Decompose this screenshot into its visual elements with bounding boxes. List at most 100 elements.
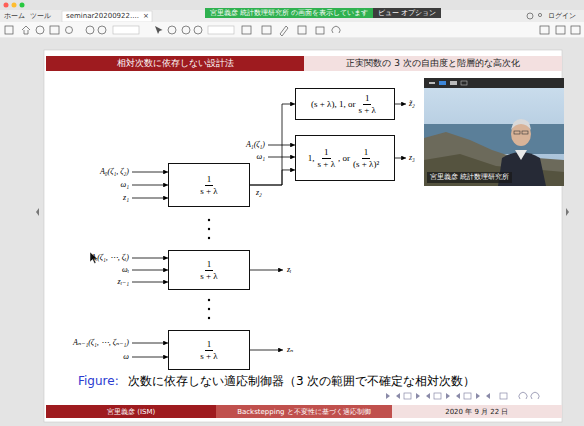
node-content: 宮里義彦 統計数理研究所 の画面を表示していますビュー オプション — [205, 8, 441, 18]
input-arrow — [132, 357, 168, 358]
panel-toggle — [566, 208, 569, 216]
filter-block: (s + λ), 1, or1s + λ — [295, 88, 395, 120]
node-text: 1, — [308, 153, 315, 163]
signal-connector — [250, 170, 295, 185]
nav-icon — [464, 393, 471, 399]
comment-icon — [262, 26, 271, 34]
person-glasses — [514, 131, 520, 134]
video-control — [461, 81, 467, 85]
nav-icon — [426, 393, 430, 399]
node-text: s + λ — [199, 186, 218, 197]
video-control — [450, 81, 457, 85]
ui-label: seminar20200922.... — [66, 13, 139, 20]
ui-label: ログイン — [548, 13, 576, 20]
signal-name: zₙ — [287, 346, 293, 354]
nav-icon — [404, 393, 411, 399]
signal-name: z₁ — [123, 194, 129, 202]
node-content: 相対次数に依存しない設計法正実関数の 3 次の自由度と階層的な高次化 — [46, 56, 562, 71]
output-arrow — [250, 270, 283, 271]
fit-icon — [242, 26, 251, 34]
sign-icon — [298, 26, 306, 34]
screen-share-banner: 宮里義彦 統計数理研究所 の画面を表示していますビュー オプション — [205, 0, 441, 10]
zoom-dot — [20, 3, 25, 8]
slide-header-band: 相対次数に依存しない設計法正実関数の 3 次の自由度と階層的な高次化 — [46, 56, 562, 71]
signal-name: Aₙ₋₁(ζ₁, ⋯, ζₙ₋₁) — [73, 339, 129, 347]
ellipsis-dot — [208, 237, 210, 239]
node-content: (s + λ), 1, or1s + λ — [311, 93, 379, 116]
minimize-dot — [12, 3, 17, 8]
signal-name: z̃₂ — [409, 100, 415, 108]
input-arrow — [132, 172, 168, 173]
signal-name: Aᵢ(ζ₁, ⋯, ζᵢ) — [91, 254, 129, 262]
node-content: 1,1s + λ, or1(s + λ)² — [308, 147, 382, 170]
nav-icon — [386, 393, 390, 399]
mail-icon — [556, 26, 565, 34]
node-text: s + λ — [199, 271, 218, 282]
prev-page-icon — [86, 26, 94, 34]
node-text: s + λ — [357, 105, 376, 116]
close-dot — [4, 3, 9, 8]
node-text: 宮里義彦 統計数理研究所 — [427, 172, 512, 183]
input-arrow — [132, 258, 168, 259]
help-icon — [527, 13, 533, 19]
output-arrow — [250, 350, 283, 351]
search-icon — [66, 27, 73, 34]
nav-icon — [434, 393, 441, 399]
toolbar — [0, 22, 584, 38]
output-arrow — [395, 104, 406, 105]
node-text: 1 — [322, 147, 331, 159]
undo-icon — [332, 26, 340, 33]
nav-icon — [416, 393, 420, 399]
fraction: 1s + λ — [357, 93, 376, 116]
ellipsis-dot — [208, 219, 210, 221]
video-coast — [424, 132, 564, 186]
node-content: 1s + λ — [197, 174, 220, 197]
signal-name: zᵢ₋₁ — [118, 278, 129, 286]
filter-block: 1s + λ — [168, 163, 250, 207]
video-control — [429, 82, 435, 84]
signal-name: z₂ — [256, 189, 262, 197]
node-text: 1 — [205, 174, 214, 186]
delete-icon — [316, 27, 324, 34]
signal-name: ω — [123, 353, 129, 361]
nav-icon — [446, 393, 450, 399]
node-text: 宮里義彦 (ISM) — [46, 405, 216, 418]
node-text: , or — [338, 153, 350, 163]
nav-icon — [456, 393, 460, 399]
node-content: 宮里義彦 統計数理研究所 — [424, 172, 512, 186]
node-text: 1 — [205, 339, 214, 351]
person-glasses — [522, 131, 528, 134]
input-arrow — [132, 343, 168, 344]
fraction: 1s + λ — [317, 147, 336, 170]
document-tab — [62, 11, 152, 22]
input-arrow — [132, 270, 168, 271]
share-icon — [540, 26, 549, 34]
input-arrow — [132, 185, 168, 186]
hand-tool-icon — [168, 26, 176, 34]
ui-label: ホーム — [4, 13, 25, 20]
node-text: 正実関数の 3 次の自由度と階層的な高次化 — [304, 56, 562, 71]
signal-name: A₁(ζ₁) — [246, 141, 265, 149]
ellipsis-dot — [208, 228, 210, 230]
input-arrow — [268, 145, 295, 146]
node-text: 宮里義彦 統計数理研究所 の画面を表示しています — [205, 8, 373, 18]
nav-icon — [396, 393, 400, 399]
viewer-background — [0, 38, 584, 426]
nav-icon — [476, 393, 480, 399]
node-text: 1 — [362, 147, 371, 159]
next-page-icon — [98, 26, 106, 34]
select-tool-icon — [155, 26, 163, 34]
user-icon — [538, 13, 541, 16]
node-content: 1s + λ — [197, 339, 220, 362]
input-arrow — [268, 157, 295, 158]
node-text: 2020 年 9 月 22 日 — [392, 405, 562, 418]
node-text: Backstepping と不変性に基づく適応制御 — [216, 405, 391, 418]
node-text: s + λ — [317, 159, 336, 170]
output-arrow — [395, 158, 406, 159]
video-control — [439, 81, 446, 85]
input-arrow — [132, 282, 168, 283]
slide-footer-band: 宮里義彦 (ISM)Backstepping と不変性に基づく適応制御2020 … — [46, 405, 562, 418]
video-sky — [424, 88, 564, 186]
filter-block: 1s + λ — [168, 330, 250, 370]
